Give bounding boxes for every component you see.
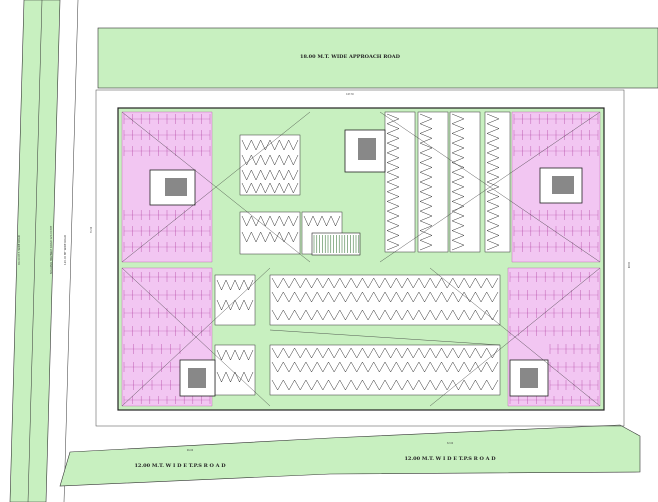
angled-stall-row <box>241 169 299 181</box>
left-road-label-third: 120.00 MT WIDE ROAD <box>63 235 67 265</box>
angled-stall-row <box>303 215 341 227</box>
bottom-road-label-left: 12.00 M.T. W I D E T.P.S R O A D <box>134 463 226 469</box>
block-f <box>449 111 481 253</box>
dim-top: 167.30 <box>346 93 354 96</box>
angled-stall-column <box>386 113 400 251</box>
angled-stall-column <box>419 113 433 251</box>
core-top-left <box>149 169 196 206</box>
angled-stall-row <box>241 139 299 151</box>
cores <box>149 129 583 397</box>
plot-boundary <box>95 89 625 427</box>
angled-stall-row <box>216 299 254 311</box>
dim-bottom-right: 32.00 <box>447 442 454 445</box>
angled-stall-column <box>451 113 465 251</box>
core-bottom-left <box>179 359 216 397</box>
angled-stall-row <box>271 379 499 391</box>
bottom-road <box>59 424 641 487</box>
block-h <box>269 274 501 326</box>
top-approach-road <box>97 27 658 89</box>
angled-stall-row <box>271 277 499 289</box>
angled-stall-row <box>271 309 499 321</box>
left-road-label-outer: 60.00 M.T. WIDE ROAD <box>17 235 21 265</box>
drive-diagonals <box>121 111 601 407</box>
angled-stall-row <box>216 349 254 361</box>
left-road-divider <box>27 0 43 502</box>
left-road-label-inner: SOLAPUR HIGHWAY ROAD 120.00 MT <box>49 225 53 274</box>
angled-stall-row <box>241 182 299 194</box>
angled-stall-row <box>241 231 299 243</box>
angled-stall-row <box>271 361 499 373</box>
block-k <box>214 344 256 396</box>
block-a <box>239 134 301 196</box>
angled-stall-column <box>486 113 500 251</box>
dim-right: 40.00 <box>627 262 630 269</box>
ramp <box>311 232 361 256</box>
dim-left: 71.50 <box>90 226 93 233</box>
left-road-edge <box>63 0 79 502</box>
angled-stall-row <box>271 347 499 359</box>
block-b <box>239 211 301 255</box>
dim-bottom-left: 46.00 <box>187 449 194 452</box>
bottom-road-label-right: 12.00 M.T. W I D E T.P.S R O A D <box>404 456 496 462</box>
angled-stall-row <box>241 154 299 166</box>
angled-stall-row <box>216 279 254 291</box>
core-bottom-right <box>509 359 549 397</box>
angled-stalls <box>216 113 500 391</box>
parking-stalls <box>123 114 599 404</box>
angled-stall-row <box>216 371 254 383</box>
block-i <box>269 344 501 396</box>
core-top-center <box>344 129 386 173</box>
top-road-label: 18.00 M.T. WIDE APPROACH ROAD <box>300 54 401 60</box>
angled-stall-row <box>241 215 299 227</box>
core-top-right <box>539 167 583 204</box>
block-e <box>417 111 449 253</box>
block-d <box>384 111 416 253</box>
central-blocks <box>214 111 511 396</box>
angled-stall-row <box>271 291 499 303</box>
